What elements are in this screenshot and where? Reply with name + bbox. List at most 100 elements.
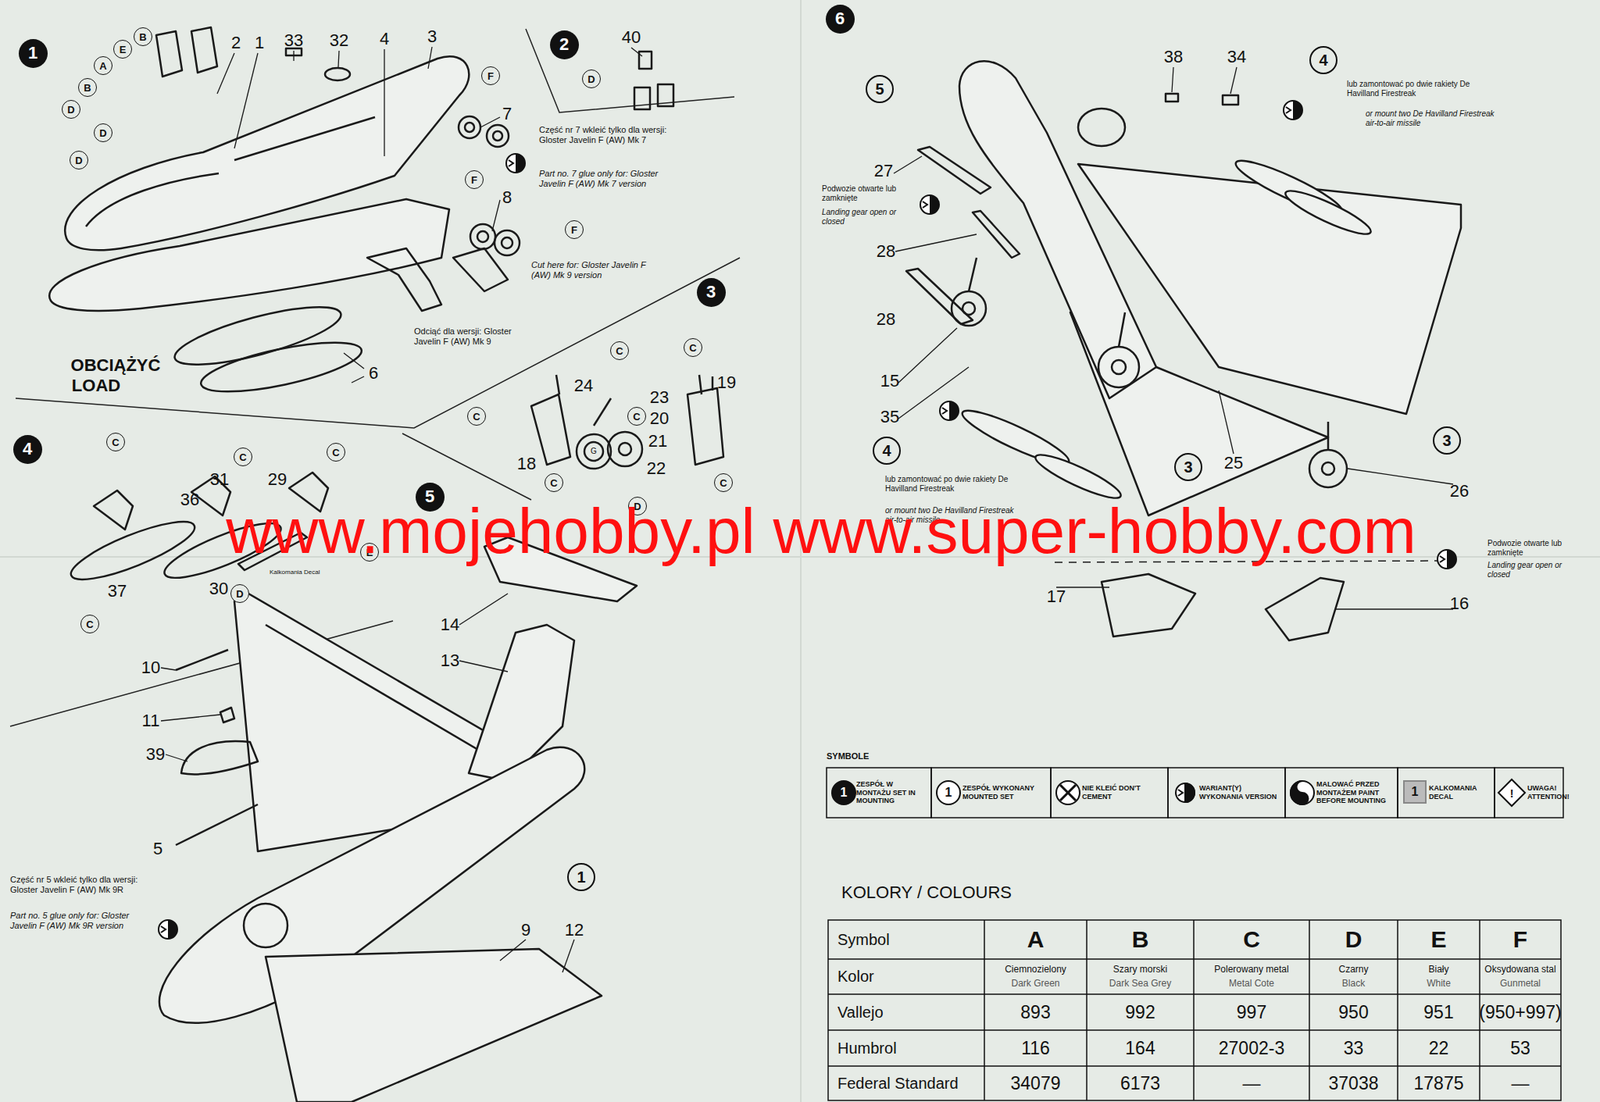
part-drawing: [1282, 184, 1375, 241]
node-text: C: [615, 346, 623, 357]
colour-code-circle: D: [61, 100, 81, 119]
table-cell: Symbol: [837, 931, 890, 950]
callout-number: 36: [180, 489, 200, 510]
note-text: Part no. 5 glue only for: Gloster Javeli…: [10, 910, 143, 931]
table-cell: 950: [1338, 1002, 1368, 1023]
callout-number: 15: [880, 371, 900, 391]
note-text: Podwozie otwarte lub zamknięte: [1487, 539, 1574, 558]
callout-number: 12: [564, 920, 584, 940]
note-text: Podwozie otwarte lub zamknięte: [821, 184, 912, 203]
table-cell: 951: [1423, 1002, 1454, 1023]
colour-code-circle: C: [467, 407, 486, 426]
note-text: Landing gear open or closed: [1487, 560, 1574, 579]
part-drawing: [962, 302, 975, 315]
node-text: 3: [1183, 459, 1193, 475]
part-drawing: [477, 231, 489, 243]
part-drawing: [531, 394, 571, 465]
callout-number: 26: [1450, 481, 1469, 501]
node-text: 4: [882, 442, 891, 459]
node-text: C: [111, 437, 119, 448]
leader-line: [1335, 608, 1454, 610]
step-number: 6: [825, 4, 855, 34]
leader-line: [234, 53, 258, 149]
legend-text: WARIANT(Y) WYKONANIA VERSION: [1199, 784, 1283, 802]
callout-number: 28: [876, 309, 896, 329]
legend-icon: [1290, 781, 1315, 805]
note-text: Część nr 5 wkleić tylko dla wersji: Glos…: [10, 875, 143, 895]
part-drawing: [458, 116, 481, 139]
callout-number: 16: [1450, 593, 1469, 614]
part-drawing: [951, 291, 986, 326]
variant-symbol: [1437, 550, 1457, 569]
colour-code-circle: F: [564, 220, 584, 240]
icon-glyph: 1: [840, 785, 848, 800]
symbol-legend-box: [1494, 767, 1564, 818]
part-drawing: [593, 398, 611, 426]
callout-number: 4: [379, 28, 390, 49]
node-text: 1: [576, 869, 586, 886]
colour-table-grid: [828, 920, 1561, 1101]
leader-line: [292, 50, 294, 61]
assembly-reference: 4: [872, 436, 901, 465]
node-text: D: [235, 589, 243, 600]
table-cell: 37038: [1328, 1073, 1379, 1094]
callout-number: 23: [650, 387, 669, 408]
assembly-reference: 3: [1432, 426, 1461, 455]
part-drawing: [170, 295, 347, 376]
assembly-reference: 5: [865, 75, 894, 104]
part-drawing: [972, 210, 1020, 258]
node-text: C: [632, 411, 640, 422]
table-cell: Dark Green: [1010, 978, 1060, 990]
legend-text: NIE KLEIĆ DON'T CEMENT: [1082, 784, 1165, 802]
callout-number: 19: [717, 372, 736, 393]
callout-number: 6: [368, 363, 379, 383]
assembly-reference: 3: [1174, 453, 1203, 482]
variant-symbol: [920, 195, 940, 215]
callout-number: 31: [210, 469, 229, 490]
node-text: 5: [875, 81, 884, 97]
leader-line: [351, 376, 365, 383]
colour-code-circle: E: [113, 39, 133, 59]
assembly-reference: 1: [567, 863, 596, 892]
table-cell: 992: [1125, 1002, 1155, 1023]
part-drawing: [917, 146, 991, 194]
table-cell: 17875: [1414, 1073, 1465, 1094]
node-text: 4: [22, 440, 33, 458]
leader-line: [631, 47, 643, 57]
table-cell: C: [1242, 926, 1261, 954]
colour-code-circle: C: [683, 338, 703, 358]
leader-line: [165, 754, 188, 762]
node-text: A: [99, 60, 107, 72]
note-text: LOAD: [71, 375, 121, 396]
table-cell: White: [1426, 978, 1451, 990]
callout-number: 22: [646, 458, 666, 479]
table-cell: 22: [1428, 1038, 1450, 1059]
leader-line: [338, 50, 340, 68]
leader-line: [383, 49, 385, 157]
part-drawing: [197, 332, 366, 403]
node-text: F: [571, 225, 578, 236]
symbol-legend-box: [826, 767, 1564, 818]
part-drawing: [234, 117, 375, 161]
legend-icon: [1498, 779, 1525, 807]
leader-line: [160, 667, 176, 671]
part-drawing: [501, 237, 513, 249]
part-drawing: [93, 490, 133, 530]
colour-code-circle: C: [610, 341, 629, 361]
callout-number: 1: [254, 32, 265, 53]
colour-code-circle: D: [582, 69, 601, 89]
part-drawing: [906, 268, 973, 325]
table-cell: Czarny: [1338, 964, 1368, 976]
colour-code-circle: D: [93, 123, 113, 143]
table-cell: F: [1513, 926, 1528, 954]
colour-code-circle: C: [106, 432, 125, 452]
table-cell: Kolor: [837, 967, 875, 986]
callout-number: 2: [231, 32, 241, 53]
colour-code-circle: A: [93, 56, 113, 75]
table-cell: E: [1430, 926, 1447, 954]
part-drawing: [556, 375, 560, 395]
leader-line: [500, 939, 526, 961]
callout-number: 35: [880, 407, 900, 427]
part-drawing: [1111, 360, 1126, 375]
